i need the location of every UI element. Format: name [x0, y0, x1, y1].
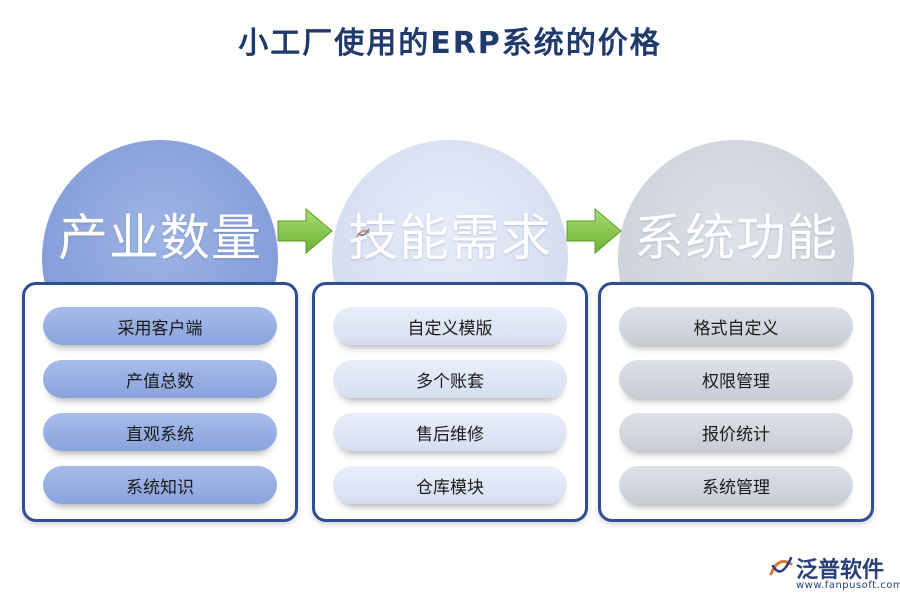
column-functions: 系统功能 格式自定义 权限管理 报价统计 系统管理: [598, 140, 874, 522]
circle-heading: 系统功能: [634, 209, 838, 267]
list-item: 系统管理: [619, 466, 853, 504]
item-list: 自定义模版 多个账套 售后维修 仓库模块: [333, 307, 567, 519]
fanpu-logo-icon: [356, 228, 370, 238]
item-box: 格式自定义 权限管理 报价统计 系统管理: [598, 282, 874, 522]
list-item: 售后维修: [333, 413, 567, 451]
circle-heading: 产业数量: [58, 209, 262, 267]
right-arrow-icon: [277, 207, 333, 255]
list-item: 报价统计: [619, 413, 853, 451]
list-item: 多个账套: [333, 360, 567, 398]
brand-logo: 泛普软件 www.fanpusoft.com: [768, 552, 900, 598]
list-item: 格式自定义: [619, 307, 853, 345]
column-skills: 技能需求量 自定义模版 多个账套 售后维修 仓库模块: [312, 140, 588, 522]
list-item: 仓库模块: [333, 466, 567, 504]
item-box: 采用客户端 产值总数 直观系统 系统知识: [22, 282, 298, 522]
fanpu-logo-icon: [769, 556, 793, 576]
list-item: 直观系统: [43, 413, 277, 451]
item-box: 自定义模版 多个账套 售后维修 仓库模块: [312, 282, 588, 522]
column-industry: 产业数量 采用客户端 产值总数 直观系统 系统知识: [22, 140, 298, 522]
right-arrow-icon: [566, 207, 622, 255]
list-item: 采用客户端: [43, 307, 277, 345]
item-list: 采用客户端 产值总数 直观系统 系统知识: [43, 307, 277, 519]
list-item: 系统知识: [43, 466, 277, 504]
brand-url: www.fanpusoft.com: [796, 580, 900, 591]
page-title: 小工厂使用的ERP系统的价格: [238, 26, 662, 61]
watermark-logo: [355, 227, 371, 239]
list-item: 自定义模版: [333, 307, 567, 345]
list-item: 产值总数: [43, 360, 277, 398]
list-item: 权限管理: [619, 360, 853, 398]
item-list: 格式自定义 权限管理 报价统计 系统管理: [619, 307, 853, 519]
brand-name: 泛普软件: [796, 558, 885, 583]
